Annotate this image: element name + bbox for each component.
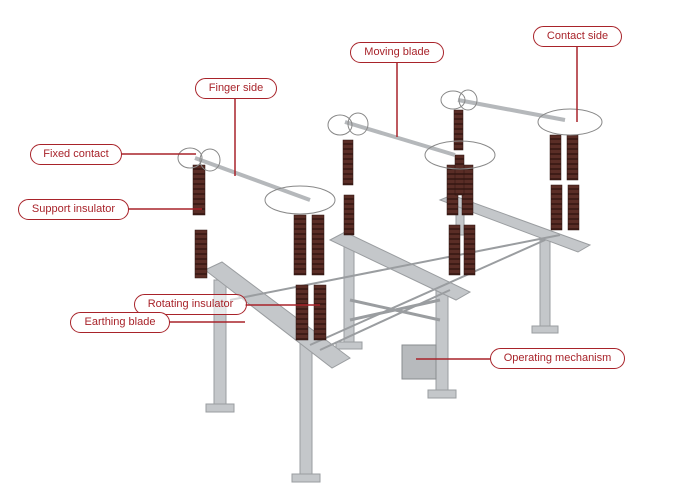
insulators xyxy=(192,109,580,341)
blades-and-contacts xyxy=(177,89,603,215)
label-support-insulator: Support insulator xyxy=(18,199,129,220)
label-finger-side: Finger side xyxy=(195,78,277,99)
label-contact-side: Contact side xyxy=(533,26,622,47)
operating-mechanism-box xyxy=(401,344,437,380)
callout-lines xyxy=(120,47,578,360)
label-earthing-blade: Earthing blade xyxy=(70,312,170,333)
label-fixed-contact: Fixed contact xyxy=(30,144,122,165)
label-moving-blade: Moving blade xyxy=(350,42,444,63)
steel-frame xyxy=(204,194,592,483)
label-rotating-insulator: Rotating insulator xyxy=(134,294,247,315)
label-operating-mechanism: Operating mechanism xyxy=(490,348,625,369)
